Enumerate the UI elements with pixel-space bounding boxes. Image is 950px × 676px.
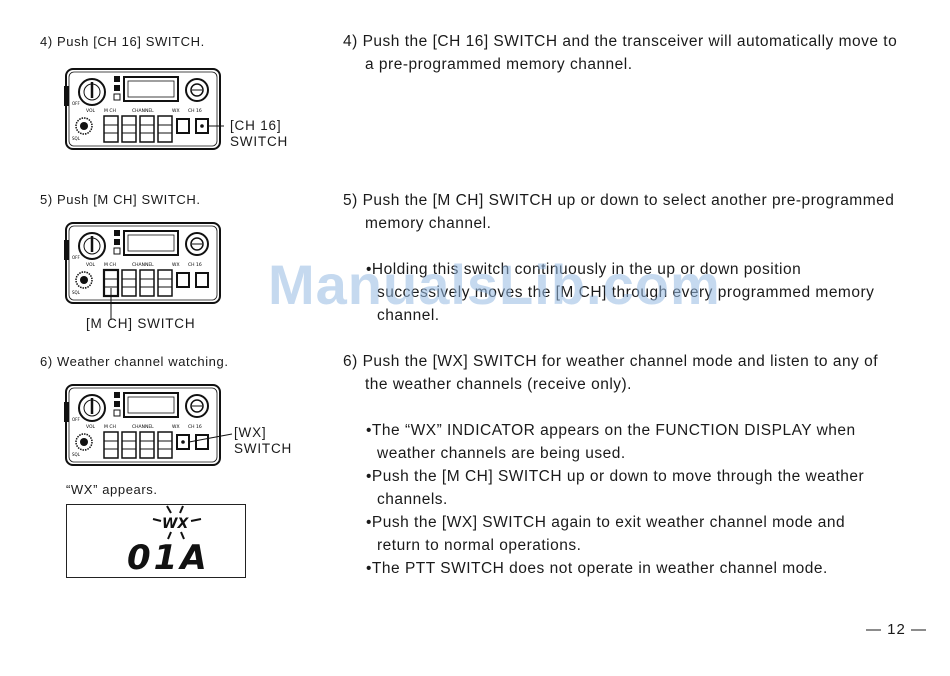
step5-text: 5) Push the [M CH] SWITCH up or down to …	[343, 192, 895, 232]
svg-text:SQL: SQL	[72, 452, 81, 457]
wx-appears-caption: “WX” appears.	[66, 482, 158, 497]
step6-bullet-list: •The “WX” INDICATOR appears on the FUNCT…	[366, 419, 878, 580]
step5-caption: 5) Push [M CH] SWITCH.	[40, 192, 201, 207]
page-number: — 12 —	[866, 621, 928, 638]
step4-text: 4) Push the [CH 16] SWITCH and the trans…	[343, 33, 898, 73]
watermark: ManualsLib.com	[268, 253, 721, 316]
radio-panel-diagram-mch: OFF VOL M CH CHANNEL WX CH 16 SQL	[64, 222, 221, 320]
step6-caption: 6) Weather channel watching.	[40, 354, 229, 369]
list-item: •Push the [WX] SWITCH again to exit weat…	[366, 514, 846, 554]
svg-text:OFF: OFF	[72, 255, 80, 260]
svg-text:M CH: M CH	[104, 424, 116, 430]
wx-indicator: WX	[162, 516, 189, 532]
wx-label: WX	[172, 108, 180, 114]
list-item: •The “WX” INDICATOR appears on the FUNCT…	[366, 422, 856, 462]
wx-switch-icon	[176, 118, 190, 134]
function-display-lcd: WX 01A	[66, 504, 246, 578]
svg-text:SQL: SQL	[72, 290, 81, 295]
svg-text:M CH: M CH	[104, 262, 116, 268]
list-item: •The PTT SWITCH does not operate in weat…	[366, 560, 828, 577]
list-item: •Push the [M CH] SWITCH up or down to mo…	[366, 468, 865, 508]
svg-text:WX: WX	[172, 262, 180, 268]
radio-panel-diagram-ch16: OFF VOL M CH CHANNEL WX CH 16 SQL	[64, 68, 224, 150]
blink-rays-icon	[152, 505, 202, 540]
off-label: OFF	[72, 101, 80, 106]
svg-text:CHANNEL: CHANNEL	[132, 424, 154, 430]
svg-text:CH 16: CH 16	[188, 262, 202, 268]
vol-label: VOL	[86, 108, 96, 114]
ch16-label: CH 16	[188, 108, 202, 114]
svg-text:OFF: OFF	[72, 417, 80, 422]
mch-label: M CH	[104, 108, 116, 114]
sql-label: SQL	[72, 136, 81, 141]
step4-caption: 4) Push [CH 16] SWITCH.	[40, 34, 205, 49]
channel-label: CHANNEL	[132, 108, 154, 114]
radio-panel-diagram-wx: OFF VOL M CH CHANNEL WX CH 16 SQL	[64, 384, 233, 466]
step5-bullet: •Holding this switch continuously in the…	[366, 261, 875, 324]
ch16-switch-callout: [CH 16] SWITCH	[230, 118, 289, 149]
svg-text:VOL: VOL	[86, 262, 96, 268]
wx-switch-callout: [WX] SWITCH	[234, 425, 293, 456]
svg-text:WX: WX	[172, 424, 180, 430]
mch-switch-callout: [M CH] SWITCH	[86, 316, 196, 331]
svg-text:CH 16: CH 16	[188, 424, 202, 430]
svg-text:VOL: VOL	[86, 424, 96, 430]
lcd-channel-digits: 01A	[127, 538, 210, 577]
svg-text:CHANNEL: CHANNEL	[132, 262, 154, 268]
step6-text: 6) Push the [WX] SWITCH for weather chan…	[343, 353, 879, 393]
